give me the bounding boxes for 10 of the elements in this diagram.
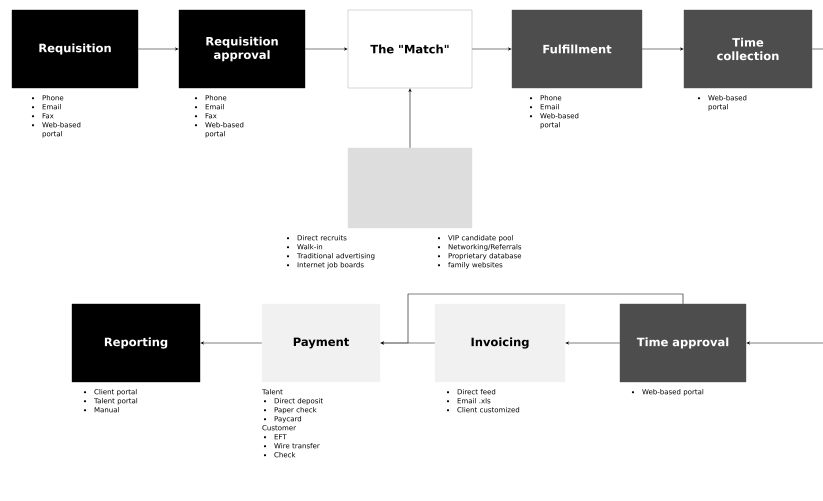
process-box: Invoicing (434, 304, 566, 382)
process-box: Fulfillment (512, 10, 642, 88)
sourcing-box (348, 148, 472, 228)
process-box: The "Match" (348, 10, 472, 88)
process-box: Requisition (12, 10, 138, 88)
process-box: Time collection (684, 10, 812, 88)
process-box: Time approval (620, 304, 746, 382)
process-box: Reporting (72, 304, 200, 382)
process-box: Requisition approval (178, 10, 306, 88)
process-box: Payment (262, 304, 380, 382)
